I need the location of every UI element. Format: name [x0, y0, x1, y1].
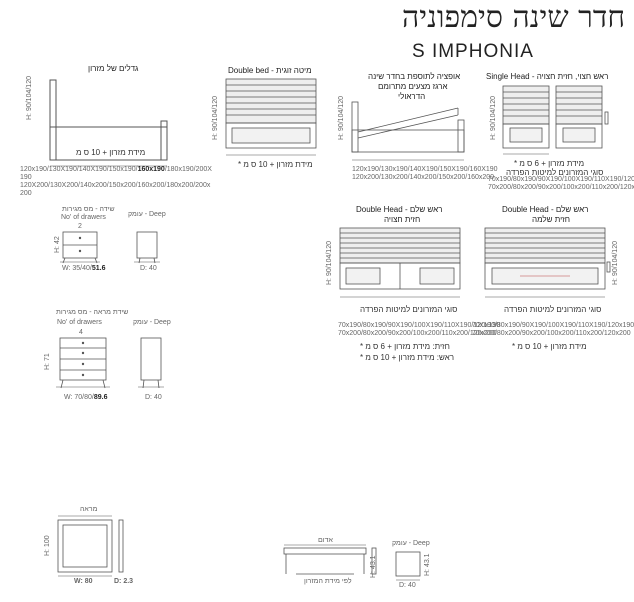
nightstand-label-en: No' of drawers	[61, 214, 106, 221]
mattress-sizes-line1-post: /180x190/200X	[164, 166, 212, 173]
dresser-width-pre: W: 70/80/	[64, 394, 94, 401]
mirror-label: מראה	[80, 506, 98, 513]
double-bed-height-label: H: 90/104/120	[212, 96, 219, 140]
double-head-full-note: סוגי המזרונים למיטות הפרדה	[504, 305, 602, 314]
double-head-split-label-en: Double Head	[356, 205, 403, 214]
pouf-depth-label: D: 40	[399, 582, 416, 589]
double-head-split-label: Double Head - ראש שלם	[356, 205, 442, 214]
storage-bed-label-line3: הדראולי	[398, 92, 426, 101]
dresser-depth-label: D: 40	[145, 394, 162, 401]
double-head-full-label: Double Head - ראש שלם	[502, 205, 588, 214]
nightstand-height-label: H: 42	[54, 236, 61, 253]
storage-bed-label-line2: ארגז מצעים מתרומם	[378, 82, 448, 91]
bench-label: אדום	[318, 537, 333, 544]
dresser-height-label: H: 71	[44, 353, 51, 370]
dresser-width-label: W: 70/80/89.6	[64, 394, 107, 402]
double-head-split-head-note: ראש: מידת מזרון + 10 ס מ *	[360, 353, 455, 362]
page-title-hebrew: חדר שינה סימפוניה	[402, 0, 626, 35]
nightstand-width-pre: W: 35/40/	[62, 265, 92, 272]
double-head-split-label-he2: חזית חצויה	[384, 215, 421, 224]
double-head-full-label-en: Double Head	[502, 205, 549, 214]
pouf-height-label: H: 43.1	[424, 553, 431, 576]
single-head-note-line2: סוגי המזרונים למיטות הפרדה	[506, 168, 604, 177]
nightstand-deep-label: Deep - עומק	[128, 211, 166, 218]
double-head-full-sizes-line2: 70x200/80x200/90x200/100x200/110x200/120…	[472, 330, 631, 337]
mattress-dimension-note: מידת מזרון + 10 ס מ	[76, 148, 146, 157]
single-head-height-label: H: 90/104/120	[490, 96, 497, 140]
single-head-sizes-line1: 70x190/80x190/90X190/100X190/110X190/120…	[488, 176, 634, 183]
double-head-full-height-label: H: 90/104/120	[612, 241, 619, 285]
dresser-width-bold: 89.6	[93, 394, 108, 401]
dresser-deep-label: Deep - עומק	[133, 319, 171, 326]
double-bed-label-he: - מיטה זוגית	[271, 66, 312, 75]
double-head-full-label-he: - ראש שלם	[550, 205, 589, 214]
nightstand-label-he: שידה - מס מגירות	[62, 206, 115, 213]
double-head-split-height-label: H: 90/104/120	[326, 241, 333, 285]
mattress-sizes-label: גדלים של מזרון	[88, 64, 139, 73]
nightstand-drawers: 2	[78, 223, 82, 230]
single-head-label-en: Single Head	[486, 72, 530, 81]
double-head-full-sizes-line1: 70x190/80x190/90X190/100X190/110X190/120…	[472, 322, 634, 329]
mattress-sizes-line2-wrap: 200	[20, 190, 32, 197]
dresser-label-he: שידת מראה - מס מגירות	[56, 309, 129, 316]
nightstand-width-label: W: 35/40/51.6	[62, 265, 105, 273]
dresser-label-en: No' of drawers	[57, 319, 102, 326]
storage-bed-sizes-line1: 120x190/130x190/140X190/150X190/160X190	[352, 166, 498, 173]
single-head-label-he: - ראש חצוי, חזית חצויה	[531, 72, 609, 81]
nightstand-width-bold: 51.6	[91, 265, 106, 272]
storage-bed-height-label: H: 90/104/120	[338, 96, 345, 140]
mattress-height-label: H: 90/104/120	[26, 76, 33, 120]
pouf-deep-label: Deep - עומק	[392, 540, 430, 547]
double-head-full-label-he2: חזית שלמה	[532, 215, 571, 224]
double-head-split-sizes-line1: 70x190/80x190/90X190/100X190/110X190/120…	[338, 322, 501, 329]
single-head-sizes-line2: 70x200/80x200/90x200/100x200/110x200/120…	[488, 184, 634, 191]
mattress-sizes-line1-pre: 120x190/130X190/140X190/150x190/	[20, 166, 138, 173]
single-head-note-line1: מידת מזרון + 6 ס מ *	[514, 159, 585, 168]
dresser-drawers: 4	[79, 329, 83, 336]
mirror-height-label: H: 100	[44, 535, 51, 556]
storage-bed-label-line1: אופציה לתוספת בחדר שינה	[368, 72, 461, 81]
double-head-split-label-he: - ראש שלם	[404, 205, 443, 214]
double-bed-label: Double bed - מיטה זוגית	[228, 66, 312, 75]
bench-width-note: לפי מידת המזרון	[304, 578, 352, 585]
page-title-english: S IMPHONIA	[412, 41, 534, 62]
mirror-width-label: W: 80	[74, 578, 93, 585]
mattress-sizes-line1-wrap: 190	[20, 174, 32, 181]
double-head-split-note: סוגי המזרונים למיטות הפרדה	[360, 305, 458, 314]
double-bed-dimension-note: מידת מזרון + 10 ס מ *	[238, 160, 313, 169]
mattress-sizes-line1: 120x190/130X190/140X190/150x190/160x190/…	[20, 166, 212, 174]
double-head-split-front-note: חזית: מידת מזרון + 6 ס מ *	[360, 342, 450, 351]
mattress-sizes-line1-bold: 160x190	[137, 166, 165, 173]
nightstand-depth-label: D: 40	[140, 265, 157, 272]
single-head-label: Single Head - ראש חצוי, חזית חצויה	[486, 72, 608, 81]
storage-bed-sizes-line2: 120x200/130x200/140x200/150x200/160x200	[352, 174, 495, 181]
mirror-depth-label: D: 2.3	[114, 578, 134, 585]
mattress-sizes-line2: 120X200/130X200/140x200/150x200/160x200/…	[20, 182, 211, 189]
double-bed-label-en: Double bed	[228, 66, 269, 75]
bench-height-label: H: 43.1	[370, 555, 377, 578]
double-head-full-dimension-note: מידת מזרון + 10 ס מ *	[512, 342, 587, 351]
double-head-split-sizes-line2: 70x200/80x200/90x200/100x200/110x200/120…	[338, 330, 497, 337]
